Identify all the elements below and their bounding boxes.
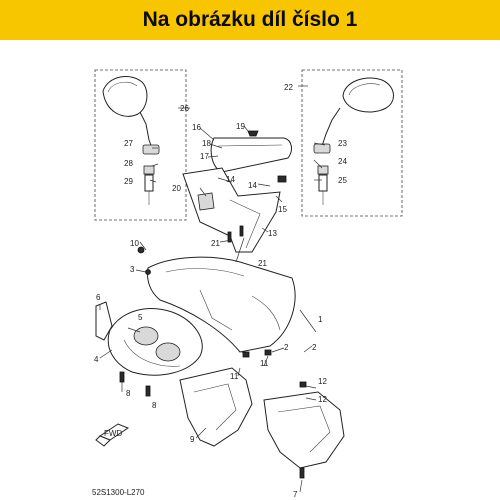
- callout-5: 5: [138, 313, 143, 322]
- callout-25: 25: [338, 176, 347, 185]
- callout-18: 18: [202, 139, 211, 148]
- upper-cover: [210, 130, 292, 173]
- callout-6: 6: [96, 293, 101, 302]
- callout-22: 22: [284, 83, 293, 92]
- callout-8a: 8: [126, 389, 131, 398]
- lower-right-panel: [263, 391, 345, 469]
- left-mirror-group-box: [94, 69, 187, 221]
- headlight-assembly: [107, 308, 203, 376]
- meter-bracket: [182, 167, 281, 253]
- callout-17: 17: [200, 152, 209, 161]
- callout-20: 20: [172, 184, 181, 193]
- right-mirror: [313, 77, 394, 205]
- callout-4: 4: [94, 355, 99, 364]
- diagram-code: 52S1300-L270: [92, 488, 145, 497]
- callout-9: 9: [190, 435, 195, 444]
- fwd-arrow-icon: FWD: [95, 423, 130, 447]
- callout-8b: 8: [152, 401, 157, 410]
- callout-16: 16: [192, 123, 201, 132]
- callout-28: 28: [124, 159, 133, 168]
- callout-27: 27: [124, 139, 133, 148]
- callout-11b: 11: [260, 359, 269, 368]
- lower-left-panel: [179, 367, 253, 447]
- leader-lines: [99, 85, 326, 493]
- callout-2a: 2: [284, 343, 289, 352]
- callout-7: 7: [293, 490, 298, 499]
- callout-26: 26: [180, 104, 189, 113]
- title-banner: [0, 0, 500, 40]
- side-trim: [95, 301, 113, 341]
- callout-15: 15: [278, 205, 287, 214]
- left-mirror: [102, 76, 160, 205]
- callout-14b: 14: [248, 181, 257, 190]
- callout-1: 1: [318, 315, 323, 324]
- callout-2b: 2: [312, 343, 317, 352]
- callout-13: 13: [268, 229, 277, 238]
- callout-24: 24: [338, 157, 347, 166]
- callout-12a: 12: [318, 377, 327, 386]
- callout-29: 29: [124, 177, 133, 186]
- callout-10: 10: [130, 239, 139, 248]
- callout-14a: 14: [226, 175, 235, 184]
- fwd-label: FWD: [104, 429, 122, 438]
- callout-19: 19: [236, 122, 245, 131]
- callout-21b: 21: [258, 259, 267, 268]
- callout-11a: 11: [230, 372, 239, 381]
- callout-21a: 21: [211, 239, 220, 248]
- front-cover: [147, 256, 296, 353]
- callout-23: 23: [338, 139, 347, 148]
- banner-title: Na obrázku díl číslo 1: [142, 8, 358, 31]
- callout-12b: 12: [318, 395, 327, 404]
- right-mirror-group-box: [301, 69, 403, 217]
- callout-3: 3: [130, 265, 135, 274]
